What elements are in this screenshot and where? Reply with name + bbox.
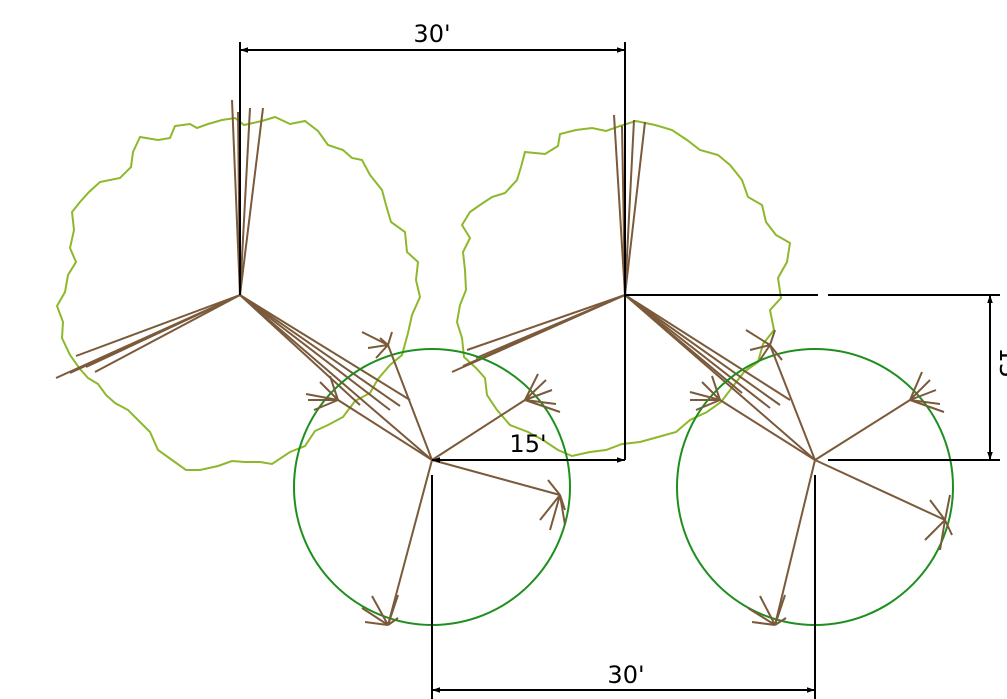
tree-2-canopy bbox=[455, 119, 792, 458]
dimension-bottom bbox=[431, 475, 816, 699]
tree-4-branches bbox=[689, 329, 953, 626]
tree-3 bbox=[293, 331, 571, 626]
dimension-right bbox=[625, 294, 1000, 461]
dimension-radius-label: 15' bbox=[509, 430, 546, 458]
tree-1-canopy bbox=[55, 115, 422, 471]
tree-2 bbox=[451, 114, 816, 461]
tree-1-branches bbox=[55, 99, 433, 461]
dimension-top-label: 30' bbox=[413, 20, 450, 48]
tree-1 bbox=[55, 99, 433, 471]
dimension-bottom-label: 30' bbox=[607, 661, 644, 689]
dimension-right-label: 15' bbox=[994, 347, 1007, 384]
tree-3-branches bbox=[305, 331, 566, 626]
tree-2-branches bbox=[451, 114, 816, 461]
tree-4 bbox=[676, 329, 954, 626]
dimension-top bbox=[239, 42, 626, 460]
